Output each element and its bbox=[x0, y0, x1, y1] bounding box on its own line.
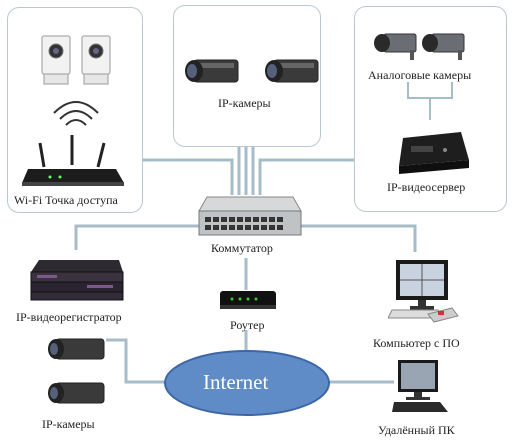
analog-camera-icon bbox=[374, 33, 465, 60]
ip-camera-icon bbox=[185, 59, 319, 83]
remote-pc-label: Удалённый ПК bbox=[378, 423, 455, 437]
dvr-icon bbox=[30, 260, 124, 301]
router-icon bbox=[220, 291, 276, 309]
ip-cameras-top-label: IP-камеры bbox=[218, 96, 271, 110]
analog-cameras-label: Аналоговые камеры bbox=[368, 68, 472, 82]
router-label: Роутер bbox=[230, 318, 265, 332]
wifi-ap-label: Wi-Fi Точка доступа bbox=[14, 193, 118, 207]
wifi-camera-icon bbox=[41, 35, 111, 85]
internet-label: Internet bbox=[203, 370, 269, 394]
ip-camera-icon bbox=[48, 338, 105, 404]
wifi-router-icon bbox=[22, 135, 124, 186]
video-server-icon bbox=[399, 132, 469, 174]
remote-pc-icon bbox=[392, 360, 448, 412]
computer-label: Компьютер с ПО bbox=[373, 336, 460, 350]
wifi-signal-icon bbox=[53, 101, 99, 126]
ip-video-server-label: IP-видеосервер bbox=[387, 180, 466, 194]
desktop-computer-icon bbox=[388, 260, 459, 323]
network-switch-icon bbox=[198, 196, 302, 236]
ip-cameras-bottom-label: IP-камеры bbox=[42, 417, 95, 431]
ip-dvr-label: IP-видеорегистратор bbox=[16, 310, 122, 324]
switch-label: Коммутатор bbox=[211, 241, 273, 255]
analog-links bbox=[407, 82, 453, 120]
internet-cloud-icon bbox=[164, 350, 330, 416]
